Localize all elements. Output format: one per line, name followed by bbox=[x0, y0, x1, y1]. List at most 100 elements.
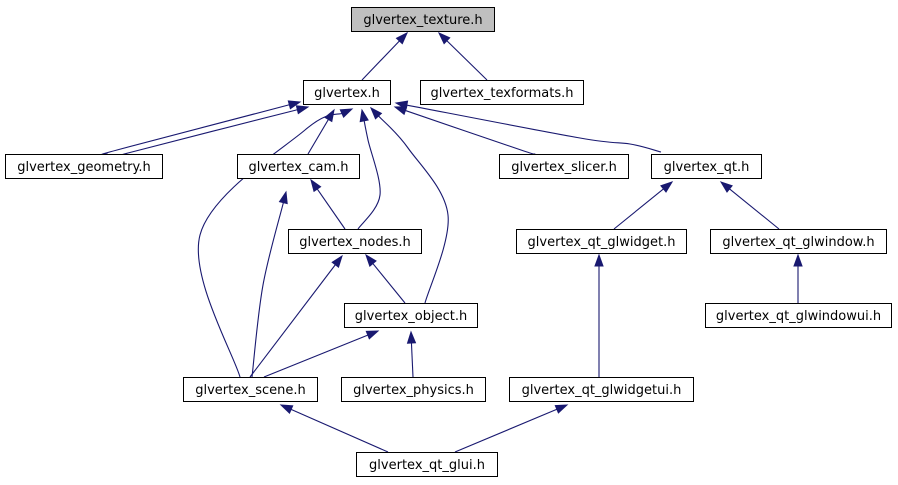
node-box[interactable] bbox=[499, 154, 629, 179]
node-qt[interactable]: glvertex_qt.h bbox=[651, 154, 762, 179]
node-label: glvertex_texformats.h bbox=[430, 86, 573, 101]
edge-scene-to-cam bbox=[251, 190, 288, 378]
edge-arrowhead bbox=[310, 178, 322, 193]
edge-line bbox=[263, 334, 369, 378]
edge-line bbox=[613, 187, 665, 230]
edge-line bbox=[405, 104, 662, 153]
edge-arrowhead bbox=[295, 105, 310, 115]
node-texformats[interactable]: glvertex_texformats.h bbox=[420, 80, 584, 105]
node-box[interactable] bbox=[420, 80, 584, 105]
edge-arrowhead bbox=[719, 181, 733, 193]
edge-scene-to-glvertex bbox=[197, 108, 354, 378]
node-box[interactable] bbox=[705, 303, 892, 328]
node-geometry[interactable]: glvertex_geometry.h bbox=[5, 154, 163, 179]
edge-texformats-to-texture bbox=[437, 31, 488, 81]
node-qt-glwindowui[interactable]: glvertex_qt_glwindowui.h bbox=[705, 303, 892, 328]
node-label: glvertex_qt.h bbox=[664, 160, 750, 175]
edge-geometry-to-glvertex bbox=[100, 100, 302, 156]
edge-line bbox=[112, 108, 299, 159]
node-box[interactable] bbox=[5, 154, 163, 179]
edge-arrowhead bbox=[279, 404, 294, 414]
node-label: glvertex_nodes.h bbox=[299, 235, 411, 250]
edge-qt_glwindowui-to-qt_glwindow bbox=[793, 253, 803, 303]
edge-line bbox=[445, 39, 488, 81]
node-label: glvertex_qt_glwindowui.h bbox=[716, 309, 881, 324]
edge-qt_glui-to-scene bbox=[279, 404, 389, 453]
edge-arrowhead bbox=[394, 100, 409, 110]
edge-line bbox=[371, 262, 406, 304]
edge-arrowhead bbox=[370, 106, 383, 120]
node-box[interactable] bbox=[344, 303, 478, 328]
node-physics[interactable]: glvertex_physics.h bbox=[341, 377, 486, 402]
edge-arrowhead bbox=[406, 330, 417, 344]
node-nodes[interactable]: glvertex_nodes.h bbox=[288, 229, 422, 254]
node-box[interactable] bbox=[351, 7, 495, 32]
node-label: glvertex_qt_glwidgetui.h bbox=[522, 383, 682, 398]
node-qt-glwidget[interactable]: glvertex_qt_glwidget.h bbox=[516, 229, 687, 254]
edge-arrowhead bbox=[365, 253, 377, 267]
node-qt-glwidgetui[interactable]: glvertex_qt_glwidgetui.h bbox=[509, 377, 694, 402]
edge-slicer-to-glvertex bbox=[393, 106, 536, 156]
edge-arrowhead bbox=[395, 31, 409, 45]
edge-qt_glwindow-to-qt bbox=[719, 181, 780, 230]
node-box[interactable] bbox=[288, 229, 422, 254]
edge-qt_glwidget-to-qt bbox=[613, 181, 674, 230]
node-box[interactable] bbox=[710, 229, 887, 254]
node-box[interactable] bbox=[516, 229, 687, 254]
node-qt-glwindow[interactable]: glvertex_qt_glwindow.h bbox=[710, 229, 887, 254]
edge-line bbox=[307, 118, 330, 155]
edge-line bbox=[377, 114, 449, 304]
nodes-layer: glvertex_texture.h glvertex.h glvertex_tex… bbox=[5, 7, 892, 477]
edge-arrowhead bbox=[793, 253, 803, 267]
edge-line bbox=[316, 187, 346, 230]
edge-arrowhead bbox=[660, 181, 674, 193]
node-box[interactable] bbox=[509, 377, 694, 402]
node-label: glvertex_geometry.h bbox=[17, 160, 150, 175]
node-box[interactable] bbox=[356, 452, 498, 477]
edge-scene-to-nodes bbox=[249, 254, 343, 378]
node-object[interactable]: glvertex_object.h bbox=[344, 303, 478, 328]
edge-line bbox=[249, 263, 337, 378]
edge-arrowhead bbox=[278, 190, 288, 205]
node-label: glvertex_qt_glwidget.h bbox=[528, 235, 676, 250]
edge-qt_glwidgetui-to-qt_glwidget bbox=[594, 253, 604, 377]
edge-line bbox=[251, 201, 285, 378]
edge-nodes-to-cam bbox=[310, 178, 346, 230]
node-box[interactable] bbox=[237, 154, 360, 179]
node-qt-glui[interactable]: glvertex_qt_glui.h bbox=[356, 452, 498, 477]
node-label: glvertex_qt_glui.h bbox=[369, 458, 485, 473]
edge-line bbox=[197, 112, 344, 378]
node-label: glvertex_cam.h bbox=[248, 160, 348, 175]
edge-object-to-nodes bbox=[365, 253, 406, 304]
edge-arrowhead bbox=[393, 106, 408, 116]
edge-arrowhead bbox=[331, 254, 343, 269]
node-label: glvertex_texture.h bbox=[363, 13, 482, 28]
node-box[interactable] bbox=[183, 377, 318, 402]
edge-physics-to-object bbox=[406, 330, 417, 378]
node-label: glvertex_physics.h bbox=[353, 383, 474, 398]
edge-arrowhead bbox=[287, 100, 302, 110]
node-slicer[interactable]: glvertex_slicer.h bbox=[499, 154, 629, 179]
edge-line bbox=[289, 408, 389, 453]
node-cam[interactable]: glvertex_cam.h bbox=[237, 154, 360, 179]
edge-line bbox=[410, 341, 414, 378]
edge-object-to-glvertex bbox=[370, 106, 449, 304]
node-label: glvertex_slicer.h bbox=[511, 160, 617, 175]
edge-scene-to-object bbox=[263, 330, 380, 378]
edge-arrowhead bbox=[359, 108, 369, 123]
edge-glvertex-to-texture bbox=[361, 31, 409, 81]
node-label: glvertex_scene.h bbox=[195, 383, 306, 398]
edge-line bbox=[454, 408, 559, 453]
node-scene[interactable]: glvertex_scene.h bbox=[183, 377, 318, 402]
node-box[interactable] bbox=[651, 154, 762, 179]
node-label: glvertex_qt_glwindow.h bbox=[722, 235, 874, 250]
node-box[interactable] bbox=[303, 80, 391, 105]
node-box[interactable] bbox=[341, 377, 486, 402]
node-texture[interactable]: glvertex_texture.h bbox=[351, 7, 495, 32]
edge-qt-to-glvertex bbox=[394, 100, 662, 153]
edge-line bbox=[728, 187, 780, 230]
node-label: glvertex.h bbox=[314, 86, 380, 101]
node-glvertex[interactable]: glvertex.h bbox=[303, 80, 391, 105]
node-label: glvertex_object.h bbox=[355, 309, 467, 324]
